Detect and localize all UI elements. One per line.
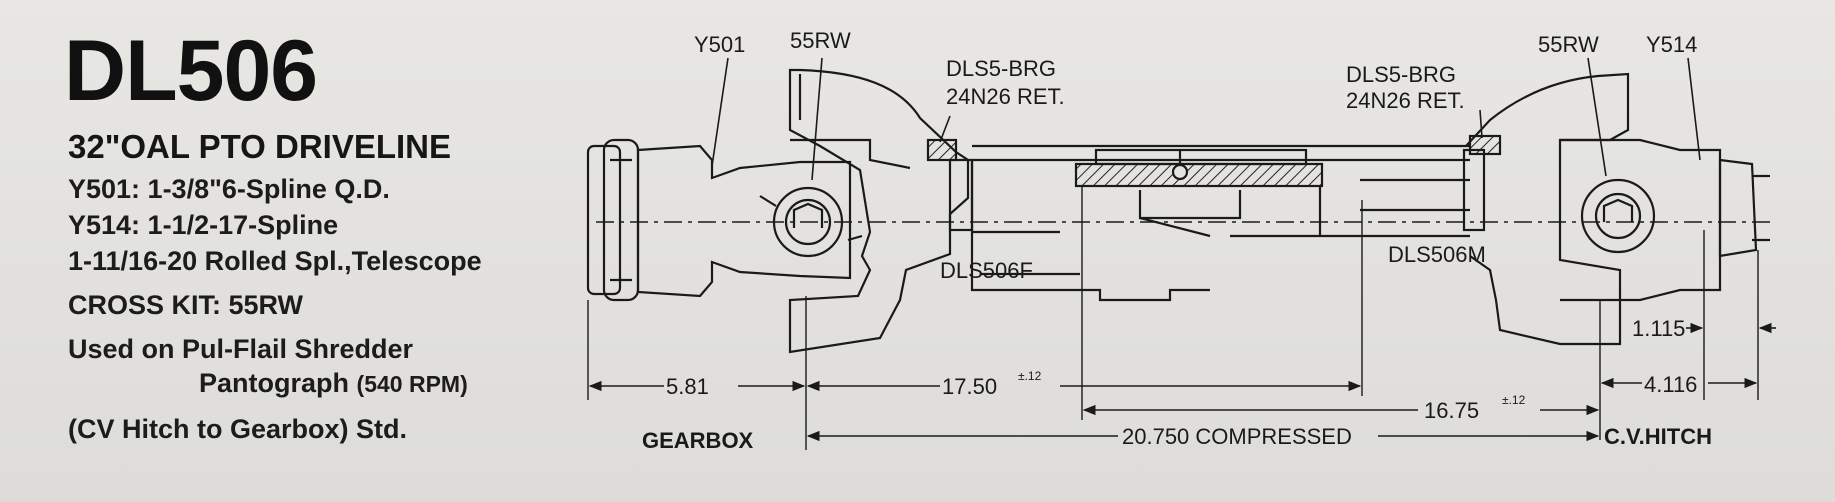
right-yoke — [1560, 138, 1770, 302]
gearbox-collar — [586, 138, 640, 302]
label-y501: Y501 — [694, 32, 745, 57]
dim-tol-2: ±.12 — [1502, 393, 1526, 407]
label-brg-right-1: DLS5-BRG — [1346, 62, 1456, 87]
spec-rpm: (540 RPM) — [356, 371, 468, 397]
outer-tube — [970, 144, 1470, 302]
label-dls506f: DLS506F — [940, 258, 1033, 283]
dim-label-1675: 16.75 — [1424, 398, 1479, 423]
label-55rw-left: 55RW — [790, 28, 851, 53]
label-brg-right-2: 24N26 RET. — [1346, 88, 1465, 113]
dim-label-compressed: 20.750 COMPRESSED — [1122, 424, 1352, 449]
spec-cross-kit: CROSS KIT: 55RW — [68, 290, 304, 320]
leader-55rw-left — [811, 57, 823, 181]
spec-y514: Y514: 1-1/2-17-Spline — [68, 210, 339, 240]
leader-y501 — [711, 57, 729, 167]
dim-label-1750: 17.50 — [942, 374, 997, 399]
product-title: 32"OAL PTO DRIVELINE — [68, 128, 452, 165]
model-number: DL506 — [64, 23, 318, 119]
label-brg-left-2: 24N26 RET. — [946, 84, 1065, 109]
leader-brg-right — [1479, 109, 1483, 139]
label-55rw-right: 55RW — [1538, 32, 1599, 57]
left-yoke — [636, 144, 863, 298]
label-cv-hitch: C.V.HITCH — [1604, 424, 1712, 449]
spec-pantograph: Pantograph — [199, 368, 350, 398]
spec-rolled-spline: 1-11/16-20 Rolled Spl.,Telescope — [68, 246, 482, 276]
label-brg-left-1: DLS5-BRG — [946, 56, 1056, 81]
dim-tol-1: ±.12 — [1018, 369, 1042, 383]
spec-used-on-cont: Pantograph (540 RPM) — [199, 368, 468, 399]
right-shield — [1462, 72, 1630, 346]
label-y514: Y514 — [1646, 32, 1697, 57]
spec-y501: Y501: 1-3/8"6-Spline Q.D. — [68, 174, 390, 204]
leader-55rw-right — [1587, 57, 1607, 177]
spec-used-on: Used on Pul-Flail Shredder — [68, 334, 414, 364]
dim-label-4116: 4.116 — [1644, 372, 1697, 397]
leader-y514 — [1687, 57, 1701, 161]
label-dls506m: DLS506M — [1388, 242, 1486, 267]
spec-hitch-note: (CV Hitch to Gearbox) Std. — [68, 414, 408, 444]
dim-label-1115: 1.115 — [1632, 316, 1685, 341]
dim-label-581: 5.81 — [666, 374, 709, 399]
leader-brg-left — [939, 115, 951, 143]
label-gearbox: GEARBOX — [642, 428, 754, 453]
